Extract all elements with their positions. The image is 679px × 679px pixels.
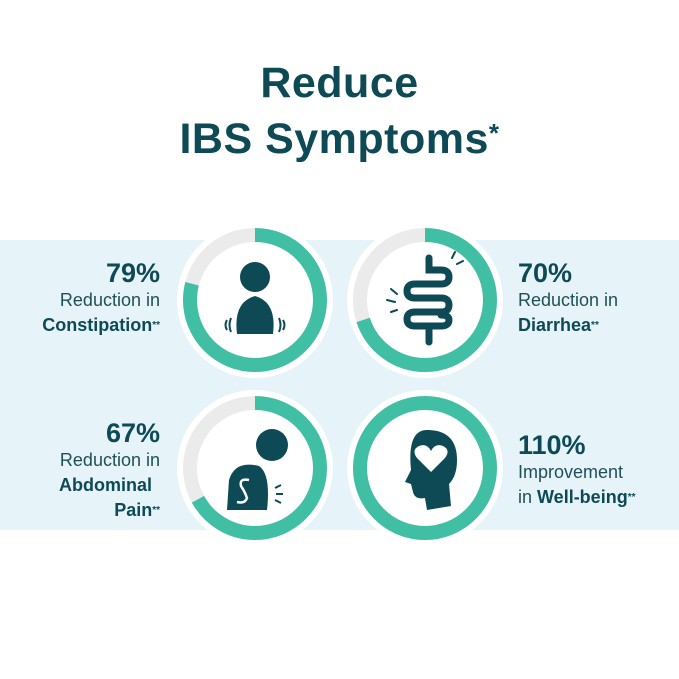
stat-diarrhea: 70% Reduction in Diarrhea** (518, 258, 679, 338)
title-asterisk: * (488, 118, 500, 148)
footnote-mark: ** (152, 505, 160, 516)
background-band (0, 240, 679, 530)
gauge-arc (353, 396, 497, 540)
gauge-abdominal-pain (177, 390, 333, 546)
footnote-mark: ** (152, 320, 160, 331)
stat-label: Improvement (518, 462, 624, 482)
intestine-icon (386, 251, 464, 346)
stat-label: Reduction in (59, 290, 160, 310)
footnote-mark: ** (627, 492, 636, 503)
stat-bold-label: in Well-being** (518, 485, 679, 510)
stat-bold-label-2: Pain** (0, 498, 160, 523)
gauge-constipation (177, 222, 333, 378)
stat-abdominal-pain: 67% Reduction in Abdominal Pain** (0, 418, 160, 523)
stat-label: Reduction in (59, 450, 160, 470)
stat-label: Reduction in (518, 290, 619, 310)
stat-constipation: 79% Reduction in Constipation** (0, 258, 160, 338)
title-line-2: IBS Symptoms* (0, 114, 679, 164)
person-shaking-icon (224, 262, 286, 334)
footnote-mark: ** (591, 320, 599, 331)
stat-bold-text: Pain (114, 500, 153, 520)
stat-percent: 79% (105, 258, 160, 288)
gauge-well-being (347, 390, 503, 546)
stat-bold-label: Diarrhea** (518, 313, 679, 338)
gauge-arc (183, 396, 327, 540)
title-line-1: Reduce (260, 59, 419, 107)
stat-well-being: 110% Improvement in Well-being** (518, 430, 679, 510)
stat-percent: 67% (105, 418, 160, 448)
stat-percent: 70% (518, 258, 573, 288)
stat-bold-label: Constipation** (0, 313, 160, 338)
stat-bold-label: Abdominal (59, 475, 152, 495)
head-heart-icon (405, 430, 457, 510)
gauge-diarrhea (347, 222, 503, 378)
stat-bold-text: Well-being (537, 487, 628, 507)
stat-prefix: in (518, 487, 538, 507)
stat-bold-text: Diarrhea (518, 315, 592, 335)
gauge-arc (183, 228, 327, 372)
stomach-pain-icon (227, 429, 288, 510)
title-text: IBS Symptoms (179, 115, 489, 163)
stat-percent: 110% (518, 430, 586, 460)
stat-bold-text: Constipation (42, 315, 153, 335)
gauge-arc (353, 228, 497, 372)
